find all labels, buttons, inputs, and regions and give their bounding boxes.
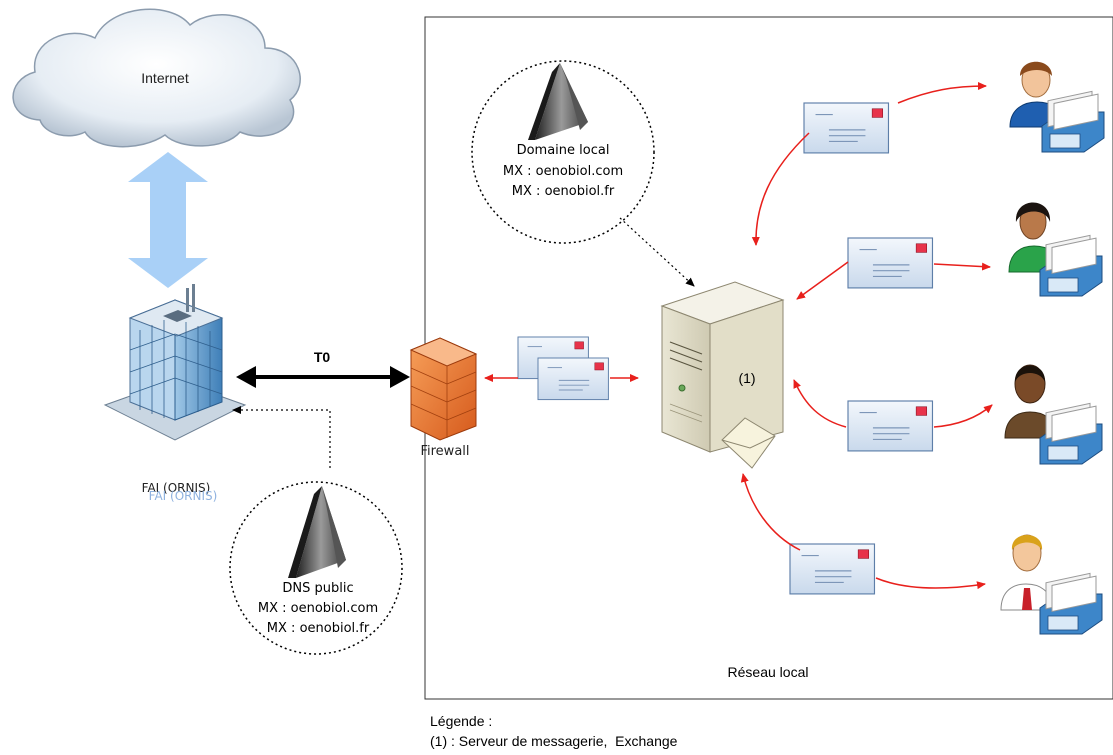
domain-to-server-dotted-arrow [619,217,695,287]
t0-link-head-left [236,366,256,388]
legend-item-1: (1) : Serveur de messagerie, Exchange [430,733,678,749]
envelope-to-server-arrow-3 [793,379,847,428]
server-marker: (1) [738,370,755,386]
mail-server-icon [660,281,785,469]
dns-to-isp-dotted-arrow [232,406,331,468]
internet-isp-double-arrow [128,152,208,288]
envelope-to-server-arrow-2 [796,261,849,300]
envelope-to-user-3-arrow [933,404,993,428]
envelope-icon-user-4 [789,543,876,595]
local-network-label: Réseau local [728,664,809,680]
envelope-to-user-2-arrow [933,262,991,271]
envelope-icon-user-2 [847,237,934,289]
server-to-user-1-arrow [751,132,810,246]
user-3-avatar-icon [1004,364,1057,439]
user-2-inbox-icon [1039,234,1103,297]
envelope-icon-firewall-front [537,357,609,401]
user-1-inbox-icon [1041,90,1105,153]
user-4-avatar-icon [1000,534,1053,611]
public-dns-title: DNS public [282,581,353,596]
isp-label: FAI (ORNIS) [142,481,211,495]
local-domain-title: Domaine local [517,143,610,158]
public-dns-mx-2: MX : oenobiol.fr [267,621,370,636]
user-3-inbox-icon [1039,402,1103,465]
envelope-icon-user-3 [847,400,934,452]
firewall-label: Firewall [420,444,469,459]
local-domain-circle [471,60,655,244]
envelope-to-server-arrow-4 [740,473,801,551]
legend-title: Légende : [430,713,492,729]
t0-label: T0 [314,349,331,365]
local-domain-prism-icon [528,63,588,140]
firewall-icon [409,337,478,441]
internet-cloud-icon [12,8,301,148]
internet-label: Internet [141,70,189,86]
envelope-to-user-1-arrow [897,82,987,104]
user-4-inbox-icon [1039,572,1103,635]
envelope-icon-user-1 [803,102,890,154]
public-dns-prism-icon [288,486,346,578]
public-dns-mx-1: MX : oenobiol.com [258,601,378,616]
envelope-to-user-4-arrow [875,577,986,590]
isp-label-shadow: FAI (ORNIS) [149,489,218,503]
t0-link-head-right [390,366,410,388]
local-domain-mx-1: MX : oenobiol.com [503,164,623,179]
local-domain-mx-2: MX : oenobiol.fr [512,184,615,199]
isp-building-icon [103,284,247,441]
